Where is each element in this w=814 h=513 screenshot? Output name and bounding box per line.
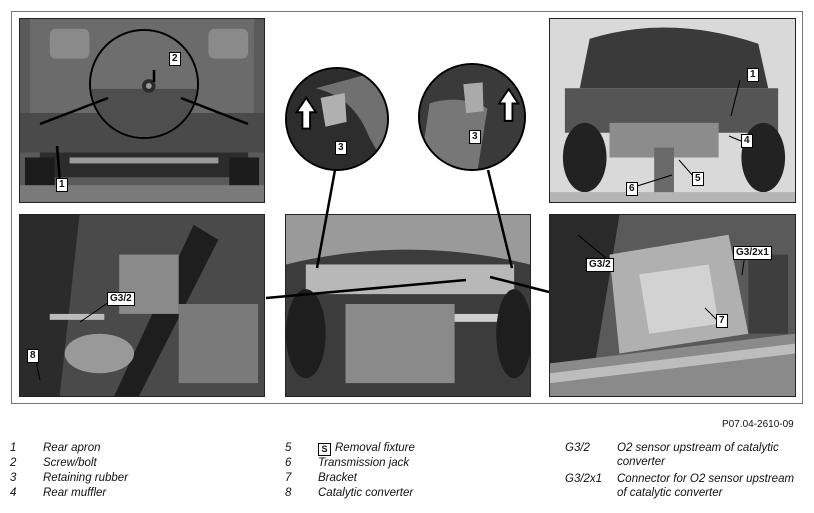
photo-o2-connector [549,214,796,397]
detail-circle-retaining-left [285,67,389,171]
callout-o2-sensor: G3/2 [107,292,135,306]
photo-underbody-overview [285,214,531,397]
callout-rear-apron: 1 [56,178,68,192]
callout-retaining-rubber-left: 3 [335,141,347,155]
callout-rear-apron-2: 1 [747,68,759,82]
figure-code: P07.04-2610-09 [722,419,794,430]
callout-catalytic-converter: 8 [27,349,39,363]
photo-rear-muffler [549,18,796,203]
callout-o2-connector: G3/2x1 [733,246,772,260]
callout-retaining-rubber-right: 3 [469,130,481,144]
callout-o2-sensor-2: G3/2 [586,258,614,272]
callout-bracket: 7 [716,314,728,328]
callout-rear-muffler: 4 [741,134,753,148]
callout-removal-fixture: 5 [692,172,704,186]
photo-o2-sensor [19,214,265,397]
fixture-icon: S [318,443,331,456]
callout-screw: 2 [169,52,181,66]
detail-circle-retaining-right [418,63,526,171]
callout-transmission-jack: 6 [626,182,638,196]
detail-circle-screw [89,29,199,139]
